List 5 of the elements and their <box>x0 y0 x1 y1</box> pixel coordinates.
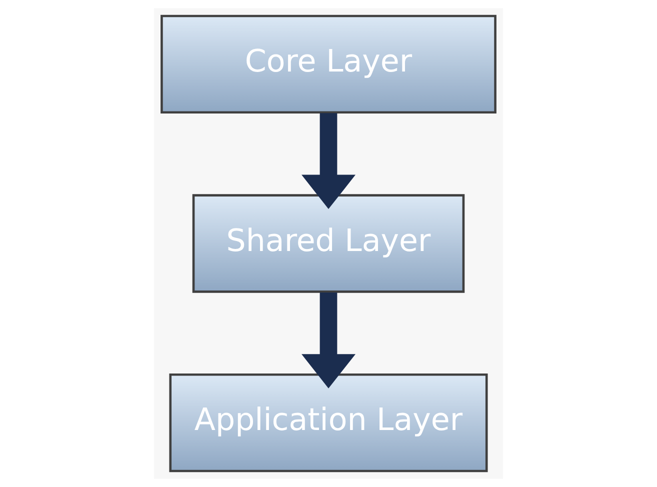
arrow <box>302 113 356 210</box>
node-box: Application Layer <box>169 373 488 472</box>
arrow <box>302 292 356 388</box>
node-box: Shared Layer <box>192 194 465 293</box>
node-box: Core Layer <box>160 14 496 114</box>
